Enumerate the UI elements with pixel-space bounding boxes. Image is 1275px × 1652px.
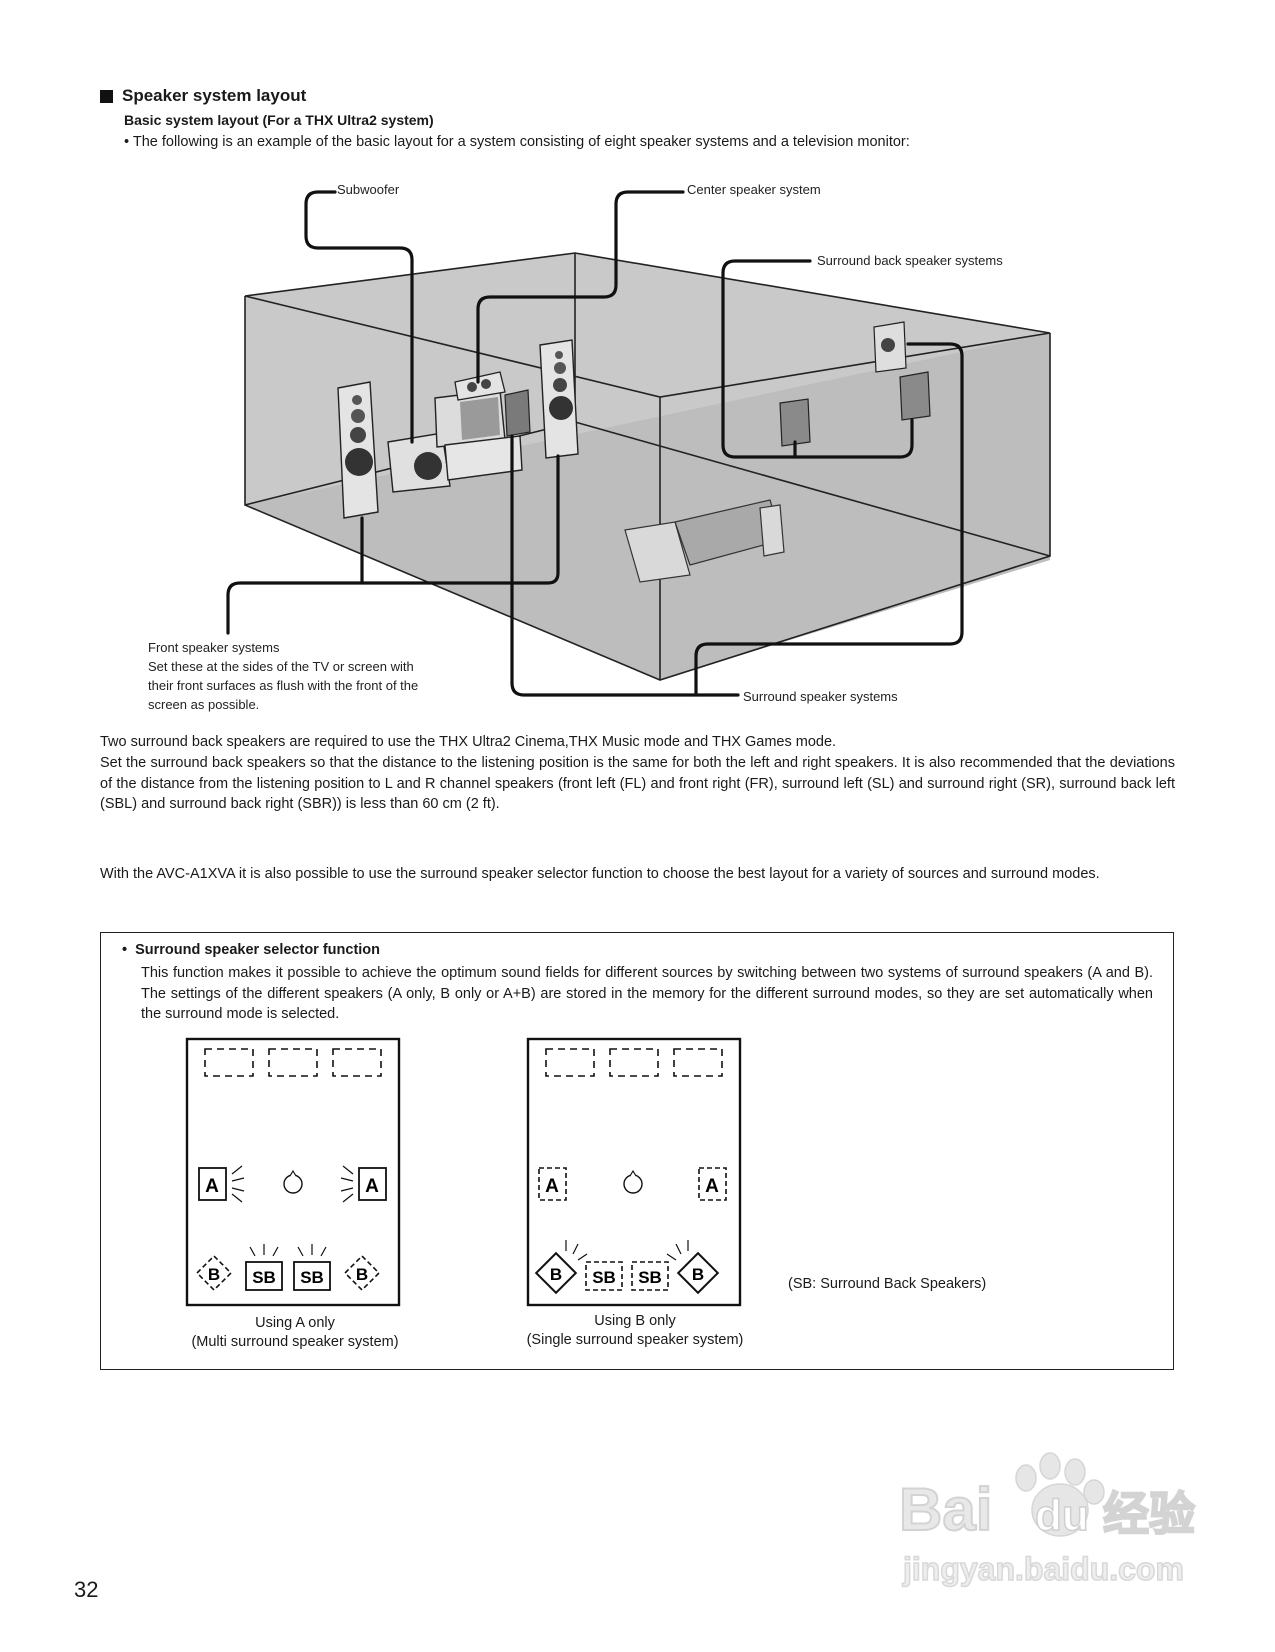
front-left-speaker (337, 381, 379, 519)
svg-text:A: A (205, 1176, 219, 1197)
layout-a-caption: Using A only (Multi surround speaker sys… (191, 1315, 399, 1350)
speaker-sb-right: SB (293, 1244, 331, 1291)
subwoofer-label: Subwoofer (337, 182, 400, 197)
surround-back-label: Surround back speaker systems (817, 253, 1003, 268)
svg-text:B: B (356, 1265, 368, 1284)
intro-text: • The following is an example of the bas… (124, 134, 910, 150)
svg-text:B: B (692, 1265, 704, 1284)
callout-lines (226, 190, 964, 697)
front-right-speaker (539, 339, 579, 459)
svg-text:经验: 经验 (1103, 1488, 1195, 1540)
speaker-sb-right: SB (631, 1261, 669, 1291)
sb-abbreviation-note: (SB: Surround Back Speakers) (788, 1276, 987, 1292)
svg-text:SB: SB (638, 1268, 662, 1287)
svg-text:Bai: Bai (899, 1476, 992, 1543)
svg-text:jingyan.baidu.com: jingyan.baidu.com (902, 1551, 1184, 1587)
section-subtitle: Basic system layout (For a THX Ultra2 sy… (124, 112, 434, 128)
selector-function-box (100, 932, 1174, 1370)
subwoofer-speaker (387, 432, 451, 493)
layout-b-only-diagram: A A B SB SB B (526, 1037, 742, 1307)
speaker-sb-left: SB (585, 1261, 623, 1291)
listener-icon (283, 1169, 303, 1194)
paragraph-distance: Set the surround back speakers so that t… (100, 755, 1175, 812)
speaker-a-left: A (198, 1165, 245, 1203)
speaker-b-right: B (343, 1254, 381, 1292)
room-layout-diagram (226, 190, 1051, 697)
center-speaker (454, 371, 506, 401)
surround-speaker-label: Surround speaker systems (743, 689, 898, 704)
tv-monitor (434, 389, 523, 481)
speaker-sb-left: SB (245, 1244, 283, 1291)
svg-text:SB: SB (592, 1268, 616, 1287)
listener-icon (623, 1169, 643, 1194)
paragraph-selector: With the AVC-A1XVA it is also possible t… (100, 866, 1100, 882)
speaker-b-left: B (195, 1254, 233, 1292)
speaker-b-left: B (534, 1240, 588, 1295)
baidu-watermark-logo: Bai du 经验 jingyan.baidu.com (898, 1452, 1196, 1588)
svg-text:SB: SB (300, 1268, 324, 1287)
selector-box-text: This function makes it possible to achie… (141, 965, 1153, 1022)
surround-back-speakers (779, 371, 931, 447)
front-speaker-placeholders (204, 1048, 382, 1077)
layout-b-caption: Using B only (Single surround speaker sy… (526, 1313, 744, 1348)
svg-text:B: B (208, 1265, 220, 1284)
svg-text:A: A (705, 1176, 719, 1197)
page-number: 32 (74, 1577, 99, 1602)
svg-text:SB: SB (252, 1268, 276, 1287)
speaker-a-right: A (340, 1165, 387, 1203)
center-speaker-label: Center speaker system (687, 182, 821, 197)
square-bullet-icon (100, 89, 113, 103)
room-floor-front (245, 333, 1050, 680)
svg-text:A: A (365, 1176, 379, 1197)
speaker-b-right: B (666, 1240, 720, 1295)
selector-box-title: •Surround speaker selector function (122, 942, 381, 958)
surround-left-speaker (504, 389, 531, 437)
layout-a-only-diagram: A A B SB SB B (185, 1037, 401, 1307)
paragraph-thx-requirement: Two surround back speakers are required … (100, 734, 837, 750)
front-speaker-label: Front speaker systems Set these at the s… (148, 640, 419, 712)
front-speaker-placeholders (545, 1048, 723, 1077)
surround-right-speaker (873, 321, 907, 373)
speaker-a-right: A (698, 1167, 727, 1201)
svg-text:du: du (1035, 1491, 1089, 1540)
section-title: Speaker system layout (100, 86, 306, 106)
svg-text:B: B (550, 1265, 562, 1284)
speaker-a-left: A (538, 1167, 567, 1201)
svg-text:A: A (545, 1176, 559, 1197)
sofa (624, 499, 785, 583)
